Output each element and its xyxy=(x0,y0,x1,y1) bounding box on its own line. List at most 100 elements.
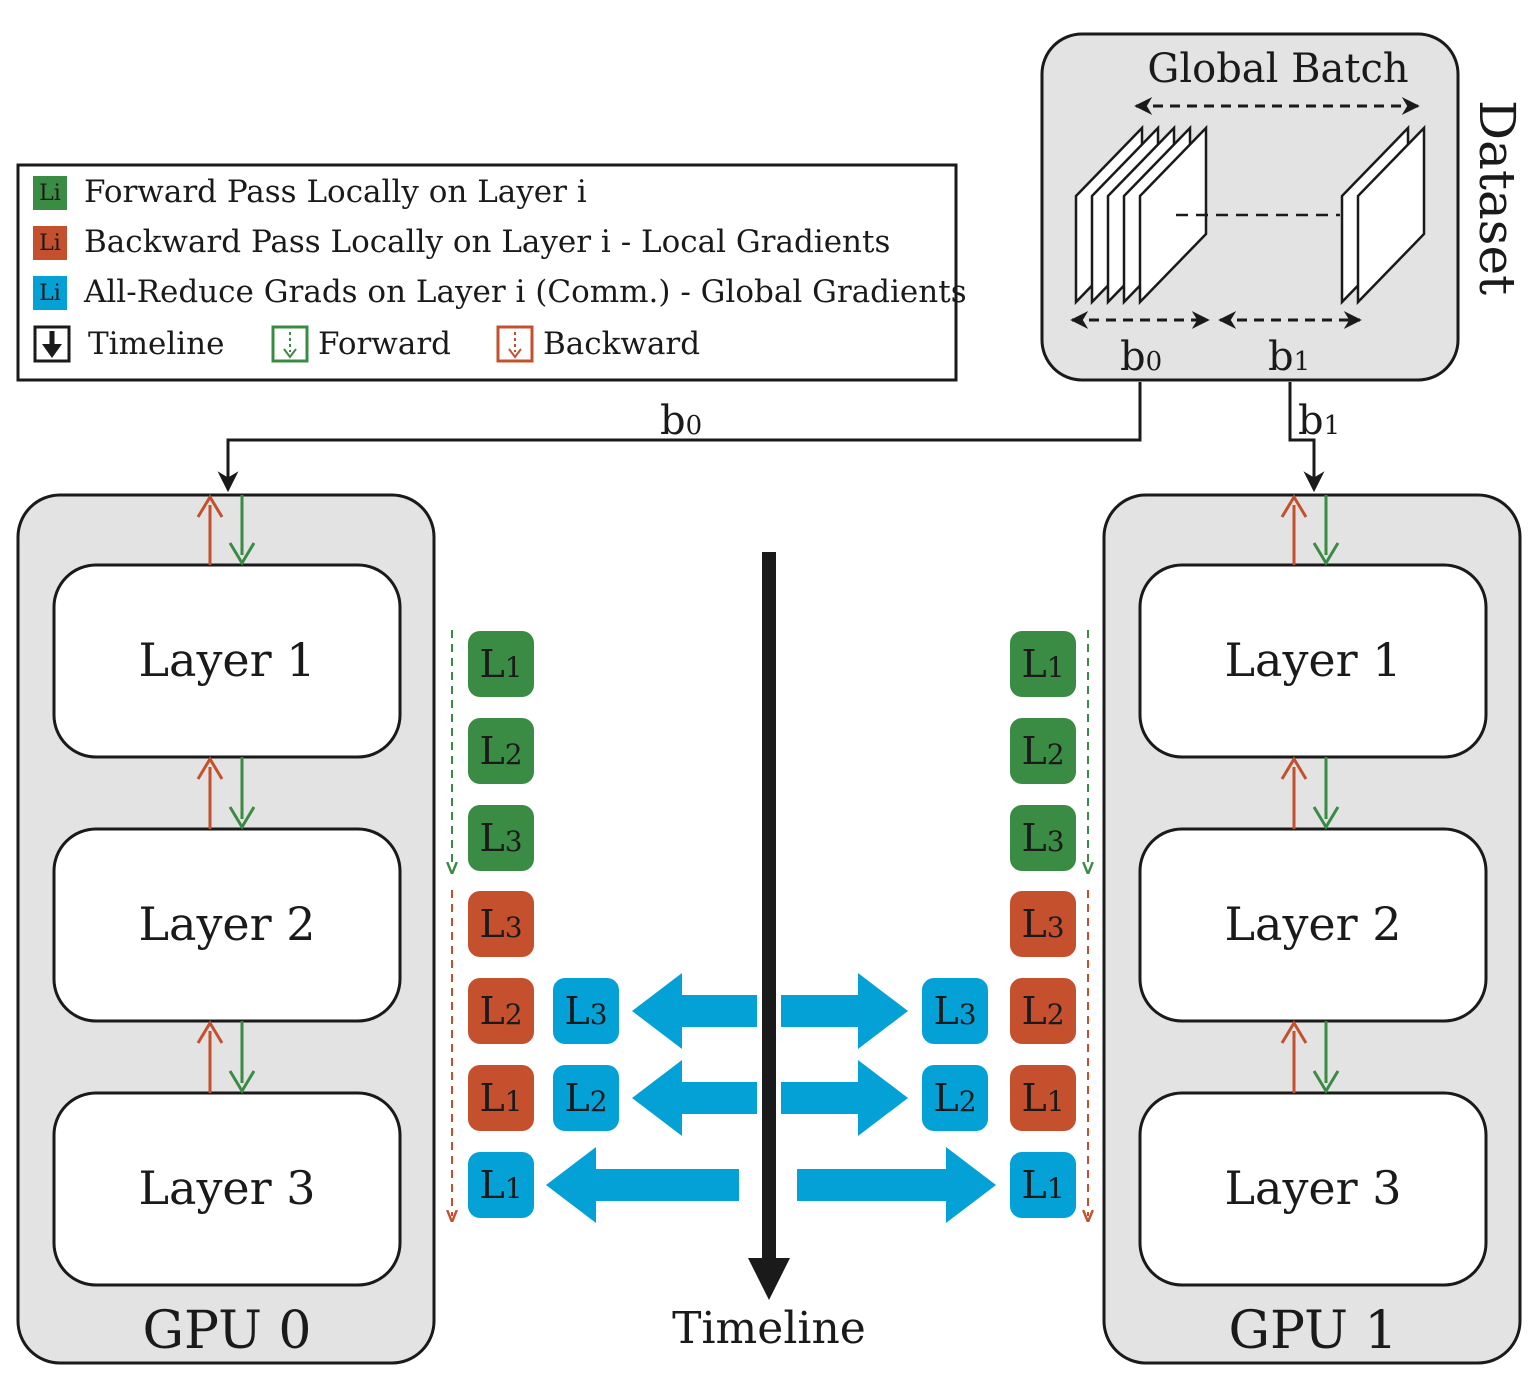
gpu1-layer1-label: Layer 1 xyxy=(1224,633,1401,687)
forward-link-head-1 xyxy=(1312,806,1340,830)
forward-link-head-2 xyxy=(228,1070,256,1094)
gpu1-op-backward-3: L3 xyxy=(1010,891,1076,957)
gpu1-op-forward-2-label: L2 xyxy=(1021,729,1064,773)
route-b1-label: b1 xyxy=(1298,398,1340,444)
gpu0-allreduce-1: L1 xyxy=(468,1152,534,1218)
backward-link-head-2 xyxy=(196,1020,224,1044)
legend-backward-arrow-text: Backward xyxy=(543,326,700,362)
allreduce-arrow-right-2 xyxy=(781,1060,908,1136)
backward-link-head-0 xyxy=(1280,494,1308,518)
gpu1-label: GPU 1 xyxy=(1228,1301,1397,1361)
gpu0-op-forward-1: L1 xyxy=(468,631,534,697)
legend-allreduce-chip-text: Li xyxy=(39,281,61,306)
allreduce-arrow-right-3 xyxy=(781,973,908,1049)
forward-link-head-0 xyxy=(228,542,256,566)
gpu0-op-forward-1-bg xyxy=(468,631,534,697)
gpu1-allreduce-1: L1 xyxy=(1010,1152,1076,1218)
gpu0-layer-links xyxy=(196,494,256,1094)
gpu0-op-backward-2: L2 xyxy=(468,978,534,1044)
gpu1-layer2-box xyxy=(1138,827,1488,1023)
gpu1-allreduce-2: L2 xyxy=(922,1065,988,1131)
gpu1-op-backward-1-bg xyxy=(1010,1065,1076,1131)
gpu1-allreduce-3: L3 xyxy=(922,978,988,1044)
gpu0-layer2-box xyxy=(52,827,402,1023)
gpu1-op-forward-3: L3 xyxy=(1010,805,1076,871)
gpu1-layer1-box xyxy=(1138,563,1488,759)
gpu0-op-backward-2-bg xyxy=(468,978,534,1044)
forward-link-head-0 xyxy=(1312,542,1340,566)
gpu1-op-forward-1-bg xyxy=(1010,631,1076,697)
gpu0-allreduce-2: L2 xyxy=(553,1065,619,1131)
legend-backward-swatch xyxy=(33,226,67,260)
sample-stack-b1 xyxy=(1340,124,1426,306)
gpu0-op-forward-2-label: L2 xyxy=(479,729,522,773)
gpu1-allreduce-3-bg xyxy=(922,978,988,1044)
b0-route-arrow xyxy=(217,382,1142,493)
gpu1-layer2-label: Layer 2 xyxy=(1224,897,1401,951)
legend: Li Forward Pass Locally on Layer i Li Ba… xyxy=(16,163,967,382)
legend-backward-chip-text: Li xyxy=(39,231,61,256)
gpu0-allreduce-2-bg xyxy=(553,1065,619,1131)
gpu0-op-forward-2: L2 xyxy=(468,718,534,784)
legend-forward-arrow-icon xyxy=(271,325,309,363)
gpu0-op-backward-3: L3 xyxy=(468,891,534,957)
gpu0-layer1-label: Layer 1 xyxy=(138,633,315,687)
gpu1-op-backward-3-label: L3 xyxy=(1021,902,1064,946)
gpu0-op-forward-3-label: L3 xyxy=(479,816,522,860)
gpu0-op-forward-2-bg xyxy=(468,718,534,784)
gpu1-op-backward-1-label: L1 xyxy=(1021,1076,1064,1120)
legend-forward-chip-text: Li xyxy=(39,181,61,206)
legend-forward-arrow-text: Forward xyxy=(318,326,451,362)
gpu0-panel: Layer 1 Layer 2 Layer 3 GPU 0 xyxy=(16,493,436,1365)
dataset-b1-label: b1 xyxy=(1268,334,1310,380)
gpu0-op-forward-1-label: L1 xyxy=(479,642,522,686)
gpu1-op-backward-1: L1 xyxy=(1010,1065,1076,1131)
allreduce-arrow-right-1 xyxy=(797,1147,996,1223)
backward-link-head-1 xyxy=(1280,756,1308,780)
gpu0-allreduce-2-label: L2 xyxy=(564,1076,607,1120)
backward-link-head-0 xyxy=(196,494,224,518)
legend-timeline-text: Timeline xyxy=(88,326,224,362)
legend-timeline-icon xyxy=(33,325,71,363)
gpu0-allreduce-3-bg xyxy=(553,978,619,1044)
gpu0-allreduce-3-label: L3 xyxy=(564,989,607,1033)
dataset-b0-label: b0 xyxy=(1120,334,1162,380)
legend-allreduce-text: All-Reduce Grads on Layer i (Comm.) - Gl… xyxy=(83,274,967,310)
gpu1-allreduce-2-bg xyxy=(922,1065,988,1131)
gpu1-op-forward-2: L2 xyxy=(1010,718,1076,784)
gpu0-layer3-box xyxy=(52,1091,402,1287)
gpu1-op-backward-2: L2 xyxy=(1010,978,1076,1044)
legend-forward-text: Forward Pass Locally on Layer i xyxy=(84,174,587,210)
gpu0-op-backward-2-label: L2 xyxy=(479,989,522,1033)
timeline-arrowhead xyxy=(748,1258,790,1300)
gpu0-op-backward-1-bg xyxy=(468,1065,534,1131)
timeline-label: Timeline xyxy=(672,1303,866,1354)
gpu1-allreduce-1-bg xyxy=(1010,1152,1076,1218)
gpu1-layer3-box xyxy=(1138,1091,1488,1287)
gpu0-allreduce-1-label: L1 xyxy=(479,1163,522,1207)
sample-stack-b0 xyxy=(1074,124,1208,306)
gpu0-op-backward-3-bg xyxy=(468,891,534,957)
gpu1-layer3-label: Layer 3 xyxy=(1224,1161,1401,1215)
legend-backward-arrow-icon xyxy=(496,325,534,363)
global-batch-label: Global Batch xyxy=(1147,46,1408,92)
timeline: Timeline xyxy=(672,552,866,1354)
legend-backward-text: Backward Pass Locally on Layer i - Local… xyxy=(84,224,890,260)
timeline-bar xyxy=(762,552,776,1264)
gpu0-op-forward-3: L3 xyxy=(468,805,534,871)
gpu1-op-forward-3-bg xyxy=(1010,805,1076,871)
gpu0-layer1-box xyxy=(52,563,402,759)
gpu1-allreduce-2-label: L2 xyxy=(933,1076,976,1120)
gpu1-allreduce-3-label: L3 xyxy=(933,989,976,1033)
gpu1-layer-links xyxy=(1280,494,1340,1094)
legend-allreduce-swatch xyxy=(33,276,67,310)
gpu0-op-backward-1: L1 xyxy=(468,1065,534,1131)
backward-link-head-2 xyxy=(1280,1020,1308,1044)
backward-link-head-1 xyxy=(196,756,224,780)
gpu1-op-backward-3-bg xyxy=(1010,891,1076,957)
